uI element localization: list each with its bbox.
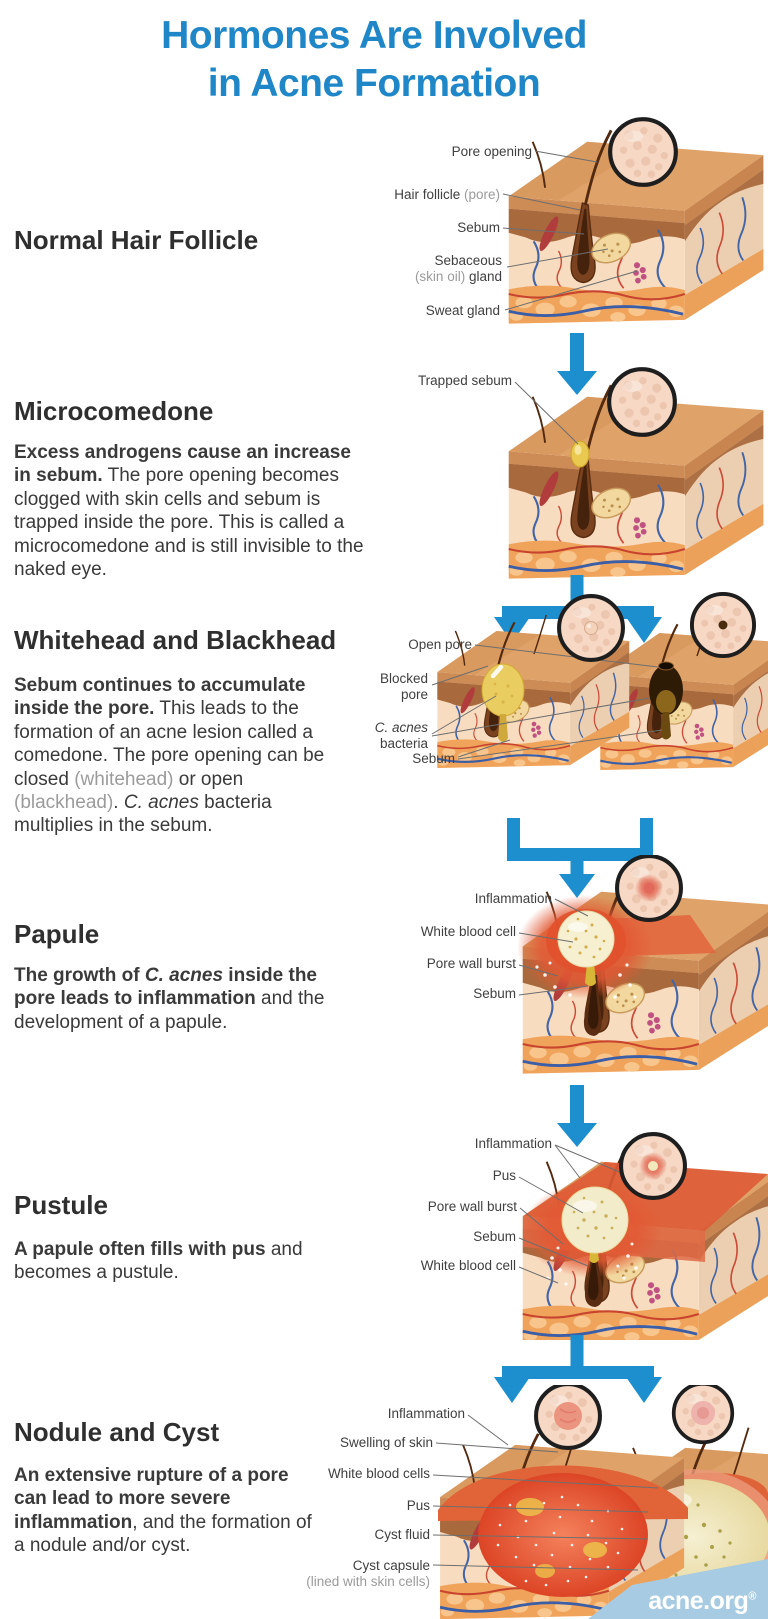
banner-ribbon-shape (588, 1559, 768, 1619)
title-line-1: Hormones Are Involved (161, 14, 587, 57)
heading-normal-hair-follicle: Normal Hair Follicle (14, 225, 259, 255)
figure-microcomedone (507, 360, 765, 581)
label-swelling-of-skin: Swelling of skin (339, 1435, 433, 1450)
label-pore-wall-burst-4: Pore wall burst (426, 956, 516, 971)
label-white-blood-cell-5: White blood cell (420, 1258, 516, 1273)
footer-banner: acne.org® (540, 1545, 768, 1619)
label-sebaceous-gland: Sebaceous(skin oil) gland (414, 253, 502, 284)
heading-nodule-cyst: Nodule and Cyst (14, 1417, 220, 1447)
para-microcomedone: Excess androgens cause an increase in se… (14, 442, 364, 581)
label-pore-opening: Pore opening (451, 144, 532, 159)
label-open-pore: Open pore (408, 637, 472, 652)
label-inflammation-4: Inflammation (474, 891, 552, 906)
label-cyst-fluid: Cyst fluid (374, 1527, 430, 1542)
figure-normal-hair-follicle (502, 115, 765, 326)
flow-arrow-down-1 (557, 333, 597, 395)
heading-whitehead-blackhead: Whitehead and Blackhead (14, 625, 337, 655)
label-white-blood-cell-4: White blood cell (420, 924, 516, 939)
label-pus-6: Pus (406, 1498, 430, 1513)
label-sebum-3: Sebum (412, 751, 455, 766)
label-inflammation-6: Inflammation (387, 1406, 465, 1421)
brand-wordmark: acne.org® (648, 1587, 756, 1615)
figure-papule (517, 855, 768, 1076)
label-inflammation-5: Inflammation (474, 1136, 552, 1151)
label-trapped-sebum: Trapped sebum (417, 373, 512, 388)
magnifier-normal-skin (610, 119, 676, 185)
label-pore-wall-burst-5: Pore wall burst (427, 1199, 517, 1214)
para-papule: The growth of C. acnes inside the pore l… (14, 965, 325, 1033)
para-whitehead-blackhead: Sebum continues to accumulate inside the… (14, 675, 325, 837)
figure-whitehead-blackhead (431, 591, 768, 772)
label-sebum-4: Sebum (473, 986, 516, 1001)
label-sebum-5: Sebum (473, 1229, 516, 1244)
heading-pustule: Pustule (14, 1190, 108, 1220)
page-title: Hormones Are Involved in Acne Formation (0, 12, 748, 108)
flow-arrow-split-2 (494, 1335, 662, 1403)
label-hair-follicle: Hair follicle (pore) (394, 187, 500, 202)
label-sweat-gland: Sweat gland (425, 303, 500, 318)
label-sebum-1: Sebum (457, 220, 500, 235)
label-cyst-capsule: Cyst capsule(lined with skin cells) (306, 1558, 430, 1589)
label-white-blood-cells-6: White blood cells (327, 1466, 430, 1481)
label-pus-5: Pus (492, 1168, 516, 1183)
heading-papule: Papule (14, 919, 100, 949)
title-line-2: in Acne Formation (207, 62, 541, 105)
flow-arrow-down-2 (557, 1085, 597, 1147)
heading-microcomedone: Microcomedone (14, 396, 214, 426)
para-pustule: A papule often fills with pus and become… (14, 1239, 303, 1284)
flow-arrow-merge (507, 818, 653, 898)
para-nodule-cyst: An extensive rupture of a pore can lead … (14, 1465, 312, 1557)
magnifier-microcomedone-skin (609, 369, 675, 435)
figure-pustule (518, 1120, 768, 1340)
